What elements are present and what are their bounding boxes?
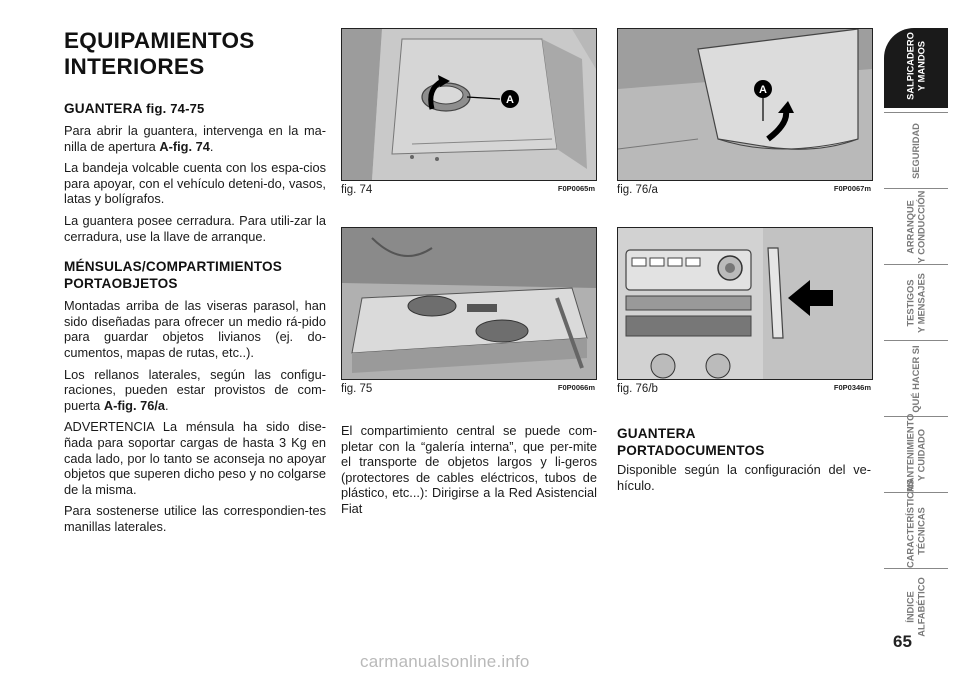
watermark: carmanualsonline.info (360, 652, 530, 671)
mensulas-paragraph-1: Montadas arriba de las viseras parasol, … (64, 298, 326, 360)
figure-caption: fig. 76/a (617, 184, 658, 196)
page-title-line1: EQUIPAMIENTOS (64, 28, 255, 53)
figure-code: F0P0346m (833, 383, 871, 392)
guantera-paragraph-2: La bandeja volcable cuenta con los espa-… (64, 160, 326, 207)
page-number: 65 (893, 632, 912, 651)
portadocumentos-heading: GUANTERA PORTADOCUMENTOS (617, 426, 765, 458)
figure-76b: fig. 76/b F0P0346m (617, 227, 873, 395)
text-column-1: GUANTERA fig. 74-75 Para abrir la guante… (64, 100, 326, 540)
mensulas-paragraph-3: Para sostenerse utilice las correspondie… (64, 503, 326, 534)
portadocumentos-paragraph: Disponible según la configuración del ve… (617, 462, 871, 493)
figure-code: F0P0067m (833, 184, 871, 193)
figure-74: A fig. 74 F0P0065m (341, 28, 597, 196)
figure-76a: A fig. 76/a F0P0067m (617, 28, 873, 196)
figure-caption: fig. 75 (341, 383, 373, 395)
marker-a: A (759, 84, 767, 96)
page-title: EQUIPAMIENTOS INTERIORES (64, 28, 255, 80)
document-holder-illustration (617, 227, 873, 380)
mensulas-paragraph-2: Los rellanos laterales, según las config… (64, 366, 326, 413)
guantera-paragraph-1: Para abrir la guantera, intervenga en la… (64, 123, 326, 154)
text-column-2: El compartimiento central se puede com-p… (341, 423, 597, 523)
mensulas-heading: MÉNSULAS/COMPARTIMIENTOS PORTAOBJETOS (64, 259, 283, 292)
page-title-line2: INTERIORES (64, 54, 205, 79)
guantera-heading: GUANTERA fig. 74-75 (64, 101, 205, 116)
figure-75: fig. 75 F0P0066m (341, 227, 597, 395)
fig-reference: A-fig. 76/a (103, 397, 165, 413)
central-compartment-paragraph: El compartimiento central se puede com-p… (341, 423, 597, 516)
text-column-3: GUANTERA PORTADOCUMENTOS Disponible segú… (617, 425, 871, 499)
glovebox-tray-illustration (341, 227, 597, 380)
fig-reference: A-fig. 74 (159, 138, 210, 154)
guantera-paragraph-3: La guantera posee cerradura. Para utili-… (64, 212, 326, 244)
warning-paragraph: ADVERTENCIA La ménsula ha sido dise-ñada… (64, 419, 326, 497)
marker-a: A (506, 94, 514, 106)
figure-code: F0P0066m (557, 383, 595, 392)
tab-seguridad[interactable]: SEGURIDAD (884, 112, 948, 188)
figure-caption: fig. 76/b (617, 383, 658, 395)
figure-caption: fig. 74 (341, 184, 373, 196)
figure-code: F0P0065m (557, 184, 595, 193)
glovebox-handle-illustration: A (341, 28, 597, 181)
overhead-shelf-illustration: A (617, 28, 873, 181)
tab-que-hacer-si[interactable]: QUÉ HACER SI (884, 340, 948, 416)
